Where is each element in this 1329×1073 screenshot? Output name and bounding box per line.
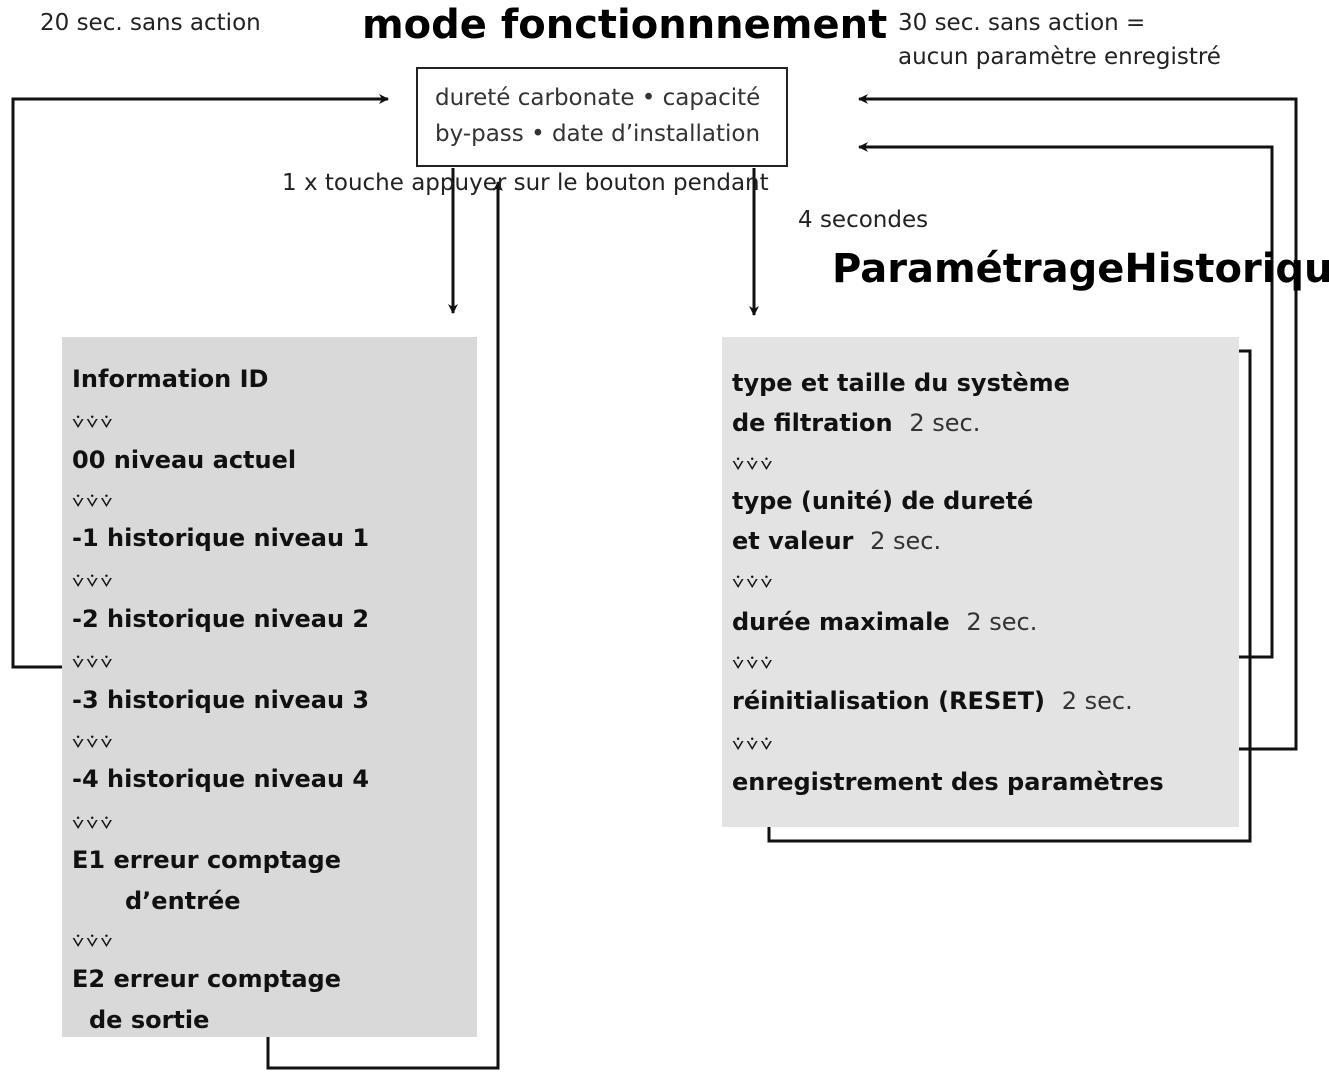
chevrons-icon: ⩒⩒⩒	[72, 568, 115, 592]
chevrons-icon: ⩒⩒⩒	[732, 731, 775, 755]
parametrage-panel: type et taille du système de filtration …	[722, 337, 1239, 827]
info-row-00: 00 niveau actuel	[72, 446, 297, 474]
chevrons-icon: ⩒⩒⩒	[72, 409, 115, 433]
param-row-seconds: 2 sec.	[1061, 687, 1133, 715]
chevrons-icon: ⩒⩒⩒	[732, 569, 775, 593]
param-row-reset: réinitialisation (RESET) 2 sec.	[732, 687, 1133, 715]
chevrons-icon: ⩒⩒⩒	[72, 810, 115, 834]
note-inactivity-20: 20 sec. sans action	[40, 10, 261, 36]
param-row-seconds: 2 sec.	[870, 527, 942, 555]
chevrons-icon: ⩒⩒⩒	[72, 729, 115, 753]
note-four-seconds: 4 secondes	[798, 207, 929, 233]
chevrons-icon: ⩒⩒⩒	[732, 650, 775, 674]
note-press-once: 1 x touche appuyer sur le bouton pendant	[282, 170, 769, 196]
arrow-back-from-information	[266, 181, 503, 1070]
param-row-valeur: et valeur 2 sec.	[732, 527, 941, 555]
param-row-text: type (unité) de dureté	[732, 487, 1034, 515]
mode-box-line1: dureté carbonate • capacité	[435, 85, 761, 111]
info-row-e2-cont: de sortie	[89, 1006, 210, 1034]
param-row-enregistrement: enregistrement des paramètres	[732, 768, 1164, 796]
param-row-seconds: 2 sec.	[909, 409, 981, 437]
param-row-duree-maximale: durée maximale 2 sec.	[732, 608, 1037, 636]
information-panel: Information ID ⩒⩒⩒ 00 niveau actuel ⩒⩒⩒ …	[62, 337, 477, 1037]
info-row-1: -1 historique niveau 1	[72, 524, 370, 552]
note-inactivity-30-line2: aucun paramètre enregistré	[898, 44, 1221, 70]
param-row-type-taille: type et taille du système	[732, 369, 1070, 397]
info-row-4: -4 historique niveau 4	[72, 765, 370, 793]
mode-box-line2: by-pass • date d’installation	[435, 121, 761, 147]
information-header: Information ID	[72, 365, 269, 393]
info-row-2: -2 historique niveau 2	[72, 605, 370, 633]
param-row-text: de filtration	[732, 409, 893, 437]
title-parametrage-historique: ParamétrageHistorique	[832, 246, 1329, 292]
param-row-text: et valeur	[732, 527, 854, 555]
mode-box: dureté carbonate • capacité by-pass • da…	[416, 67, 788, 167]
chevrons-icon: ⩒⩒⩒	[72, 928, 115, 952]
chevrons-icon: ⩒⩒⩒	[72, 488, 115, 512]
info-row-e2: E2 erreur comptage	[72, 965, 341, 993]
info-row-e1: E1 erreur comptage	[72, 846, 341, 874]
info-row-3: -3 historique niveau 3	[72, 686, 370, 714]
param-row-seconds: 2 sec.	[966, 608, 1038, 636]
info-row-e1-cont: d’entrée	[125, 887, 241, 915]
param-row-text: type et taille du système	[732, 369, 1070, 397]
param-row-type-durete: type (unité) de dureté	[732, 487, 1033, 515]
chevrons-icon: ⩒⩒⩒	[732, 451, 775, 475]
return-arrow-20s	[11, 94, 389, 669]
param-row-text: enregistrement des paramètres	[732, 768, 1164, 796]
param-row-filtration: de filtration 2 sec.	[732, 409, 980, 437]
chevrons-icon: ⩒⩒⩒	[72, 649, 115, 673]
return-arrow-30s	[858, 94, 1298, 751]
param-row-text: durée maximale	[732, 608, 950, 636]
note-inactivity-30-line1: 30 sec. sans action =	[898, 10, 1146, 36]
param-row-text: réinitialisation (RESET)	[732, 687, 1045, 715]
title-mode-fonctionnement: mode fonctionnnement	[362, 2, 888, 48]
